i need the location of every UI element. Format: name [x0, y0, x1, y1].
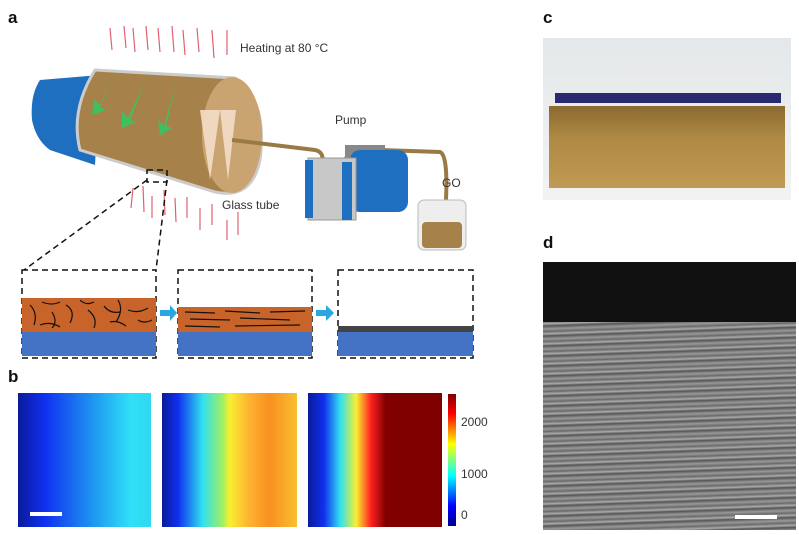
panel-b-label: b [8, 367, 19, 386]
colorbar-tick-1000: 1000 [461, 467, 488, 481]
go-film-layer [338, 326, 473, 332]
panel-c-label: c [543, 8, 553, 27]
heating-label: Heating at 80 °C [240, 41, 329, 55]
pump [305, 145, 408, 221]
substrate [22, 332, 156, 356]
scale-bar [735, 515, 777, 519]
colormap-1 [18, 393, 151, 527]
go-flakes [29, 299, 153, 329]
go-label: GO [442, 176, 461, 190]
colorbar-tick-2000: 2000 [461, 415, 488, 429]
process-arrows [160, 305, 334, 321]
go-film [549, 106, 785, 188]
rotation-arrows [92, 80, 176, 135]
colormap-2 [162, 393, 297, 527]
colorbar-tick-0: 0 [461, 508, 468, 522]
ruler [555, 93, 781, 103]
panel-a-schematic [21, 25, 474, 359]
scale-bar [30, 512, 62, 516]
heat-arrows-top [109, 25, 228, 59]
go-beaker [417, 199, 467, 251]
colormap-3 [308, 393, 442, 527]
film-sheets [200, 110, 236, 180]
pump-label: Pump [335, 113, 367, 127]
colorbar [448, 394, 456, 526]
glass-tube-label: Glass tube [222, 198, 280, 212]
panel-d-label: d [543, 233, 554, 252]
panel-a-label: a [8, 8, 18, 27]
film-photo [543, 38, 791, 200]
layered-structure [543, 322, 796, 530]
sem-image [543, 262, 796, 530]
